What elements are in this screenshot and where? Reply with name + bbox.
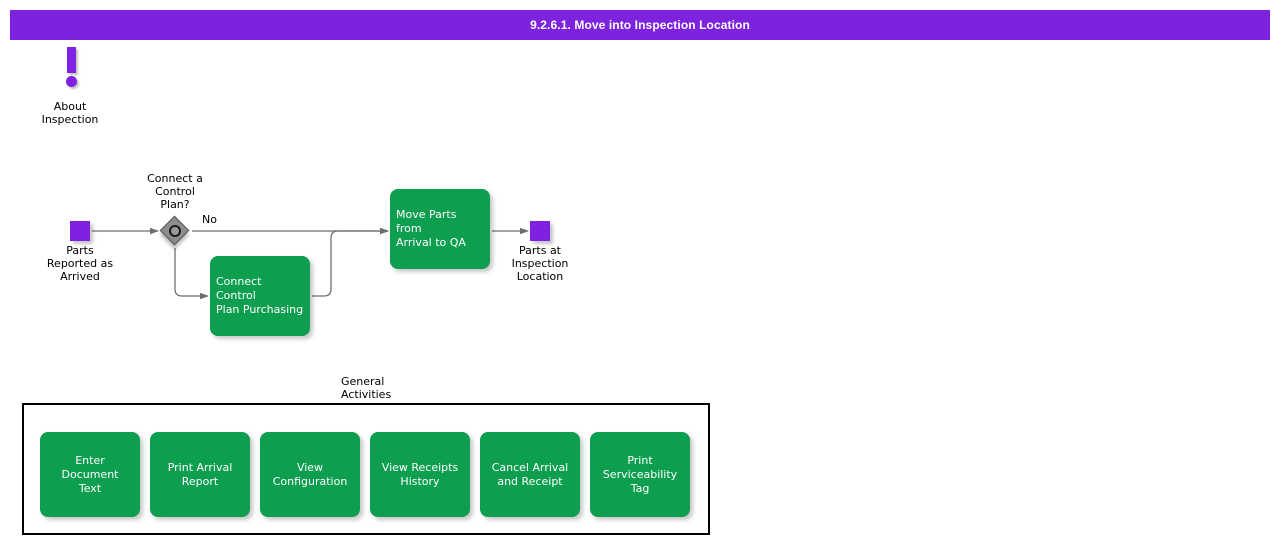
exclamation-bar: [67, 47, 76, 73]
general-activity-view-configuration[interactable]: View Configuration: [260, 432, 360, 517]
general-activity-label: View Receipts History: [381, 460, 459, 488]
general-activity-print-arrival-report[interactable]: Print Arrival Report: [150, 432, 250, 517]
exclamation-icon: [40, 45, 100, 90]
activity-connect-control-plan-purchasing[interactable]: Connect Control Plan Purchasing: [210, 256, 310, 336]
start-event-parts-reported-as-arrived[interactable]: [70, 221, 90, 241]
page-title: 9.2.6.1. Move into Inspection Location: [530, 18, 750, 32]
general-activity-label: View Configuration: [272, 460, 348, 488]
about-inspection-label: About Inspection: [41, 100, 99, 126]
activity-move-parts-from-arrival-to-qa[interactable]: Move Parts from Arrival to QA: [390, 189, 490, 269]
general-activity-label: Enter Document Text: [61, 453, 119, 495]
general-activity-cancel-arrival-and-receipt[interactable]: Cancel Arrival and Receipt: [480, 432, 580, 517]
general-activity-label: Cancel Arrival and Receipt: [491, 460, 569, 488]
flow-label-no: No: [202, 213, 217, 226]
general-activity-label: Print Arrival Report: [167, 460, 233, 488]
window-title-bar: 9.2.6.1. Move into Inspection Location: [10, 10, 1270, 40]
general-activities-container: [22, 403, 710, 535]
start-event-label: Parts Reported as Arrived: [46, 244, 114, 283]
gateway-connect-a-control-plan[interactable]: Connect a Control Plan?: [147, 172, 203, 246]
edge-connect-control-plan-to-move-parts: [312, 227, 389, 297]
gateway-label: Connect a Control Plan?: [147, 172, 203, 211]
gateway-circle-icon: [169, 225, 181, 237]
general-activity-label: Print Serviceability Tag: [602, 453, 678, 495]
general-activity-print-serviceability-tag[interactable]: Print Serviceability Tag: [590, 432, 690, 517]
general-activities-label: General Activities: [341, 375, 392, 401]
exclamation-dot: [66, 76, 77, 87]
end-event-parts-at-inspection-location[interactable]: [530, 221, 550, 241]
end-event-label: Parts at Inspection Location: [511, 244, 569, 283]
activity-label: Connect Control Plan Purchasing: [216, 275, 304, 316]
general-activity-enter-document-text[interactable]: Enter Document Text: [40, 432, 140, 517]
about-inspection-note[interactable]: About Inspection: [40, 45, 100, 126]
activity-label: Move Parts from Arrival to QA: [396, 208, 466, 249]
edge-gateway-to-connect-control-plan: [174, 248, 209, 300]
general-activity-view-receipts-history[interactable]: View Receipts History: [370, 432, 470, 517]
